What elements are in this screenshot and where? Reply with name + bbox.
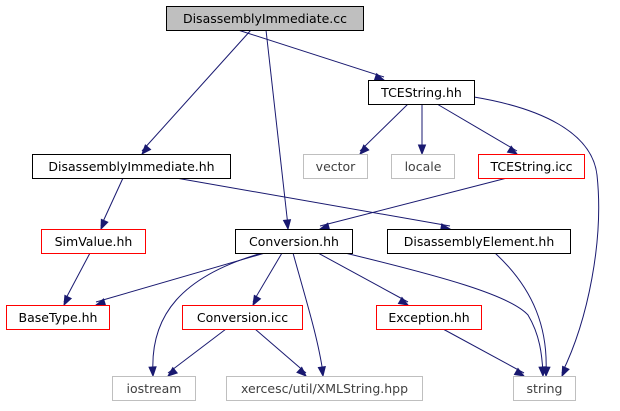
node-label: BaseType.hh	[19, 310, 98, 325]
node-box	[32, 154, 231, 179]
node-box	[387, 229, 571, 254]
edges-layer	[63, 29, 600, 378]
node-locale[interactable]: locale	[391, 154, 455, 179]
node-disassemblyimmediate-hh[interactable]: DisassemblyImmediate.hh	[32, 154, 231, 179]
node-box	[376, 305, 482, 330]
node-xmlstring-hpp[interactable]: xercesc/util/XMLString.hpp	[226, 376, 423, 401]
node-label: Exception.hh	[388, 310, 469, 325]
node-box	[112, 376, 196, 401]
nodes-layer: DisassemblyImmediate.ccTCEString.hhDisas…	[6, 6, 585, 401]
node-box	[166, 6, 364, 31]
edge-conversion-hh-to-basetype-hh	[94, 252, 266, 307]
node-label: locale	[405, 159, 442, 174]
node-conversion-hh[interactable]: Conversion.hh	[235, 229, 353, 254]
edge-disassemblyimmediate-cc-to-tcestring-hh	[237, 29, 386, 81]
edge-conversion-icc-to-xmlstring-hpp	[254, 328, 308, 377]
node-label: iostream	[127, 381, 182, 396]
edge-simvalue-hh-to-basetype-hh	[63, 252, 91, 307]
edge-disassemblyimmediate-cc-to-disassemblyimmediate-hh	[141, 29, 252, 156]
node-box	[226, 376, 423, 401]
edge-conversion-hh-to-xmlstring-hpp	[292, 252, 326, 378]
node-label: Conversion.icc	[197, 310, 288, 325]
node-conversion-icc[interactable]: Conversion.icc	[182, 305, 303, 330]
node-box	[391, 154, 455, 179]
node-box	[368, 80, 475, 105]
edge-conversion-icc-to-iostream	[166, 328, 227, 377]
node-exception-hh[interactable]: Exception.hh	[376, 305, 482, 330]
edge-tcestring-icc-to-conversion-hh	[318, 177, 508, 231]
node-basetype-hh[interactable]: BaseType.hh	[6, 305, 110, 330]
edge-conversion-hh-to-conversion-icc	[252, 252, 283, 307]
node-box	[6, 305, 110, 330]
node-box	[41, 229, 146, 254]
edge-disassemblyimmediate-hh-to-simvalue-hh	[100, 177, 124, 231]
node-string[interactable]: string	[513, 376, 576, 401]
node-label: TCEString.hh	[380, 85, 462, 100]
node-label: SimValue.hh	[55, 234, 133, 249]
node-label: vector	[316, 159, 357, 174]
edge-tcestring-hh-to-string	[473, 96, 600, 378]
node-label: DisassemblyImmediate.cc	[183, 11, 347, 26]
node-simvalue-hh[interactable]: SimValue.hh	[41, 229, 146, 254]
node-disassemblyelement-hh[interactable]: DisassemblyElement.hh	[387, 229, 571, 254]
node-vector[interactable]: vector	[303, 154, 368, 179]
node-label: DisassemblyImmediate.hh	[48, 159, 214, 174]
node-box	[182, 305, 303, 330]
node-label: xercesc/util/XMLString.hpp	[241, 381, 408, 396]
node-tcestring-hh[interactable]: TCEString.hh	[368, 80, 475, 105]
edge-disassemblyimmediate-cc-to-conversion-hh	[265, 29, 292, 231]
edge-exception-hh-to-string	[442, 328, 526, 377]
node-iostream[interactable]: iostream	[112, 376, 196, 401]
node-tcestring-icc[interactable]: TCEString.icc	[478, 154, 585, 179]
node-box	[303, 154, 368, 179]
node-label: string	[527, 381, 563, 396]
edge-tcestring-hh-to-vector	[359, 103, 409, 155]
node-label: TCEString.icc	[489, 159, 572, 174]
edge-tcestring-hh-to-locale	[417, 104, 427, 156]
node-disassemblyimmediate-cc[interactable]: DisassemblyImmediate.cc	[166, 6, 364, 31]
edge-tcestring-hh-to-tcestring-icc	[436, 103, 519, 155]
node-box	[235, 229, 353, 254]
edge-conversion-hh-to-iostream	[148, 252, 263, 378]
edge-disassemblyimmediate-hh-to-disassemblyelement-hh	[175, 177, 452, 232]
node-box	[478, 154, 585, 179]
edge-conversion-hh-to-exception-hh	[317, 252, 410, 306]
node-label: Conversion.hh	[249, 234, 339, 249]
node-box	[513, 376, 576, 401]
edge-disassemblyelement-hh-to-string	[494, 252, 551, 378]
node-label: DisassemblyElement.hh	[404, 234, 555, 249]
